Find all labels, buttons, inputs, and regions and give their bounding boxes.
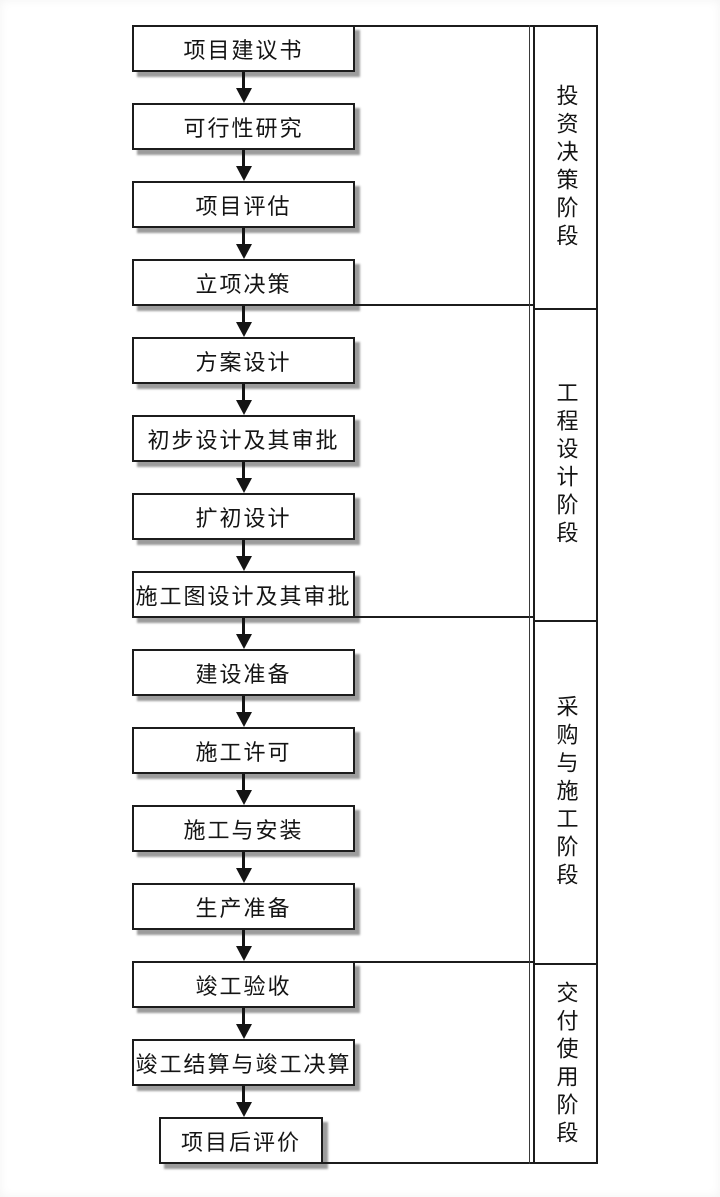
down-arrow xyxy=(132,228,355,259)
flow-step-label: 施工与安装 xyxy=(183,817,304,843)
down-arrow xyxy=(132,618,355,649)
down-arrow-stem xyxy=(242,930,245,946)
down-arrow-stem xyxy=(242,306,245,322)
down-arrow xyxy=(132,72,355,103)
phase-section: 工程设计阶段 xyxy=(535,308,596,620)
flow-step-label: 方案设计 xyxy=(195,349,292,375)
flow-step-box: 扩初设计 xyxy=(132,493,355,540)
inner-divider-line xyxy=(529,25,530,1164)
down-arrow-stem xyxy=(242,384,245,400)
flow-step-box: 项目评估 xyxy=(132,181,355,228)
phase-label: 采购与施工阶段 xyxy=(553,694,579,891)
phase-label: 投资决策阶段 xyxy=(553,83,579,252)
down-arrow-head xyxy=(235,478,252,493)
down-arrow xyxy=(132,1008,355,1039)
down-arrow-stem xyxy=(242,1008,245,1024)
down-arrow xyxy=(132,930,355,961)
down-arrow-stem xyxy=(242,1086,245,1102)
down-arrow xyxy=(132,696,355,727)
flow-step-label: 生产准备 xyxy=(195,895,292,921)
phase-label: 工程设计阶段 xyxy=(553,381,579,549)
down-arrow-stem xyxy=(242,150,245,166)
down-arrow-stem xyxy=(242,852,245,868)
down-arrow-head xyxy=(235,790,252,805)
flow-step-box: 施工与安装 xyxy=(132,805,355,852)
flow-step-box: 立项决策 xyxy=(132,259,355,306)
down-arrow-head xyxy=(235,634,252,649)
down-arrow-head xyxy=(235,1024,252,1039)
flow-step-box: 施工图设计及其审批 xyxy=(132,571,355,618)
down-arrow-head xyxy=(235,322,252,337)
down-arrow-stem xyxy=(242,72,245,88)
flow-step-box: 项目后评价 xyxy=(159,1117,323,1164)
phase-section: 采购与施工阶段 xyxy=(535,620,596,963)
down-arrow-head xyxy=(235,1102,252,1117)
flow-step-label: 竣工结算与竣工决算 xyxy=(135,1051,352,1077)
down-arrow xyxy=(132,852,355,883)
down-arrow-head xyxy=(235,166,252,181)
flow-step-label: 项目建议书 xyxy=(183,37,304,63)
down-arrow-head xyxy=(235,946,252,961)
down-arrow xyxy=(132,1086,355,1117)
down-arrow-head xyxy=(235,244,252,259)
down-arrow xyxy=(132,774,355,805)
flow-step-box: 建设准备 xyxy=(132,649,355,696)
flow-step-label: 施工许可 xyxy=(195,739,292,765)
down-arrow-head xyxy=(235,400,252,415)
flow-step-box: 方案设计 xyxy=(132,337,355,384)
flow-step-box: 项目建议书 xyxy=(132,25,355,72)
flow-step-box: 生产准备 xyxy=(132,883,355,930)
phase-section: 投资决策阶段 xyxy=(535,27,596,308)
phase-section: 交付使用阶段 xyxy=(535,963,596,1164)
process-flow-column: 项目建议书 可行性研究 项目评估 立项决策 方案设计 初步设计及其审批 xyxy=(132,25,355,1164)
flow-step-label: 扩初设计 xyxy=(195,505,292,531)
down-arrow xyxy=(132,540,355,571)
phase-column: 投资决策阶段 工程设计阶段 采购与施工阶段 交付使用阶段 xyxy=(533,25,598,1164)
flow-step-label: 竣工验收 xyxy=(195,973,292,999)
flow-step-label: 可行性研究 xyxy=(183,115,304,141)
phase-bracket-line-1 xyxy=(355,304,533,306)
down-arrow-stem xyxy=(242,696,245,712)
down-arrow-head xyxy=(235,868,252,883)
down-arrow-head xyxy=(235,712,252,727)
flow-step-label: 施工图设计及其审批 xyxy=(135,583,352,609)
down-arrow-head xyxy=(235,88,252,103)
phase-bracket-line-2 xyxy=(355,616,533,618)
down-arrow-stem xyxy=(242,774,245,790)
flow-step-label: 立项决策 xyxy=(195,271,292,297)
flow-step-label: 建设准备 xyxy=(195,661,292,687)
flow-step-box: 可行性研究 xyxy=(132,103,355,150)
flow-step-label: 初步设计及其审批 xyxy=(147,427,340,453)
down-arrow-stem xyxy=(242,462,245,478)
down-arrow-stem xyxy=(242,618,245,634)
flow-step-box: 竣工结算与竣工决算 xyxy=(132,1039,355,1086)
flow-step-label: 项目后评价 xyxy=(180,1129,301,1155)
down-arrow xyxy=(132,462,355,493)
down-arrow-stem xyxy=(242,540,245,556)
flow-step-box: 初步设计及其审批 xyxy=(132,415,355,462)
phase-bracket-line-bottom xyxy=(323,1162,533,1164)
down-arrow xyxy=(132,384,355,415)
flow-step-box: 竣工验收 xyxy=(132,961,355,1008)
down-arrow-stem xyxy=(242,228,245,244)
phase-bracket-line-top xyxy=(355,25,533,27)
down-arrow xyxy=(132,150,355,181)
flow-step-label: 项目评估 xyxy=(195,193,292,219)
down-arrow-head xyxy=(235,556,252,571)
flow-step-box: 施工许可 xyxy=(132,727,355,774)
phase-label: 交付使用阶段 xyxy=(553,980,579,1149)
phase-bracket-line-3 xyxy=(355,961,533,963)
down-arrow xyxy=(132,306,355,337)
